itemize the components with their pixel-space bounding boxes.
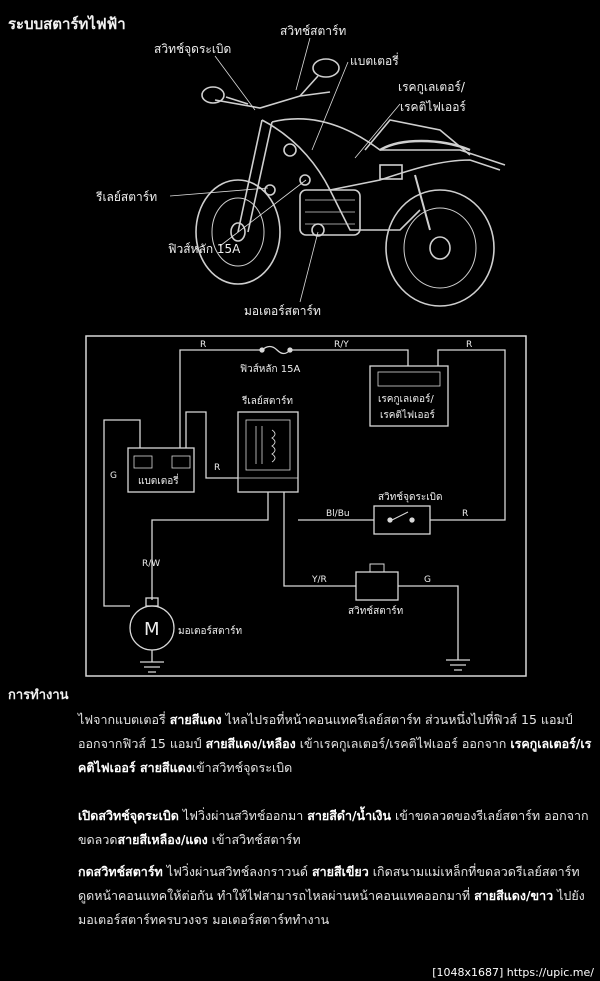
- p2-segment: เปิดสวิทช์จุดระเบิด: [78, 808, 179, 823]
- p3-segment: กดสวิทช์สตาร์ท: [78, 864, 163, 879]
- wire-label-r-top: R: [200, 340, 206, 350]
- p1-segment: สายสีแดง: [169, 712, 222, 727]
- p1-segment: ไหลไปรอที่หน้าคอนแทครีเลย์สตาร์ท ส่วนหนึ…: [78, 712, 573, 751]
- label-ignition-switch: สวิทช์จุดระเบิด: [154, 42, 232, 56]
- wire-label-g: G: [110, 471, 117, 481]
- label-starter-motor: มอเตอร์สตาร์ท: [244, 304, 321, 318]
- image-host-footer: [1048x1687] https://upic.me/: [432, 966, 594, 979]
- p3-segment: เกิดสนามแม่เหล็กที่ขดลวดรีเลย์สตาร์ทดูดห…: [78, 864, 580, 903]
- operation-paragraph-3: กดสวิทช์สตาร์ท ไฟวิ่งผ่านสวิทช์ลงกราวนด์…: [8, 860, 592, 932]
- p3-segment: ไปยังมอเตอร์สตาร์ทครบวงจร มอเตอร์สตาร์ทท…: [78, 888, 585, 927]
- wire-reg-to-ignition: [430, 349, 506, 521]
- p2-segment: สายสีดำ/น้ำเงิน: [307, 808, 392, 823]
- label-starter-switch: สวิทช์สตาร์ท: [280, 24, 347, 38]
- rear-wheel: [385, 189, 495, 307]
- wire-yr: [283, 492, 356, 587]
- p1-segment: เรคกูเลเตอร์/เรคติไฟเออร์ สายสีแดง: [78, 736, 592, 775]
- motorcycle-illustration: [195, 58, 506, 307]
- p3-segment: สายสีเขียว: [312, 864, 369, 879]
- p1-segment: เข้าเรคกูเลเตอร์/เรคติไฟเออร์ ออกจาก: [295, 736, 511, 751]
- p2-segment: เข้าขดลวดของรีเลย์สตาร์ท ออกจากขดลวด: [78, 808, 589, 847]
- illustration-and-diagram: R R/Y R ฟิวส์หลัก 15A รีเลย์สตาร์ท เรคกู…: [85, 37, 527, 677]
- wire-label-ry: R/Y: [334, 340, 349, 350]
- p1-segment: สายสีแดง/เหลือง: [205, 736, 296, 751]
- operation-paragraph-2: เปิดสวิทช์จุดระเบิด ไฟวิ่งผ่านสวิทช์ออกม…: [8, 804, 592, 852]
- p1-segment: ไฟจากแบตเตอรี่: [78, 712, 170, 727]
- label-starter-relay: รีเลย์สตาร์ท: [96, 190, 158, 204]
- paragraph-3-text: กดสวิทช์สตาร์ท ไฟวิ่งผ่านสวิทช์ลงกราวนด์…: [8, 860, 592, 932]
- diagram-frame: [85, 335, 527, 677]
- ignition-label: สวิทช์จุดระเบิด: [378, 491, 442, 503]
- label-regulator-1: เรคกูเลเตอร์/: [398, 80, 465, 94]
- leader-lines: [169, 37, 401, 303]
- frame: [261, 119, 501, 191]
- paragraph-2-text: เปิดสวิทช์จุดระเบิด ไฟวิ่งผ่านสวิทช์ออกม…: [8, 804, 592, 852]
- wire-ry: [290, 349, 409, 366]
- p2-segment: ไฟวิ่งผ่านสวิทช์ออกมา: [178, 808, 308, 823]
- wire-label-r-relay: R: [214, 463, 220, 473]
- page-title: ระบบสตาร์ทไฟฟ้า: [8, 15, 126, 33]
- wire-label-r-reg: R: [466, 340, 472, 350]
- wiring-diagram: [85, 335, 527, 677]
- label-main-fuse: ฟิวส์หลัก 15A: [168, 242, 241, 256]
- ground-symbol-motor: [140, 661, 164, 673]
- p3-segment: สายสีแดง/ขาว: [474, 888, 554, 903]
- motor-label: มอเตอร์สตาร์ท: [178, 625, 242, 637]
- ignition-switch-box: [373, 505, 431, 535]
- p3-segment: ไฟวิ่งผ่านสวิทช์ลงกราวนด์: [162, 864, 312, 879]
- wire-label-blbu: Bl/Bu: [326, 509, 350, 519]
- fuse-label: ฟิวส์หลัก 15A: [240, 363, 301, 375]
- fuse-symbol: [261, 345, 291, 355]
- regulator-label-1: เรคกูเลเตอร์/: [378, 393, 434, 405]
- label-regulator-2: เรคติไฟเออร์: [400, 100, 466, 114]
- operation-heading: การทำงาน: [8, 688, 69, 703]
- starter-switch-label: สวิทช์สตาร์ท: [348, 605, 403, 617]
- front-wheel: [195, 179, 281, 285]
- motor-symbol-letter: M: [144, 619, 160, 640]
- wire-g-ground: [103, 419, 141, 607]
- relay-label: รีเลย์สตาร์ท: [241, 395, 293, 407]
- wire-label-rw: R/W: [142, 559, 160, 569]
- operation-paragraph-1: ไฟจากแบตเตอรี่ สายสีแดง ไหลไปรอที่หน้าคอ…: [8, 708, 592, 780]
- wire-label-yr: Y/R: [311, 575, 327, 585]
- p2-segment: สายสีเหลือง/แดง: [117, 832, 208, 847]
- p2-segment: เข้าสวิทช์สตาร์ท: [207, 832, 301, 847]
- ground-symbol-right: [446, 659, 470, 671]
- wire-rw: [151, 492, 269, 600]
- label-battery: แบตเตอรี่: [350, 54, 399, 68]
- paragraph-1-text: ไฟจากแบตเตอรี่ สายสีแดง ไหลไปรอที่หน้าคอ…: [8, 708, 592, 780]
- regulator-label-2: เรคติไฟเออร์: [380, 409, 436, 421]
- wire-battery-to-relay: [185, 411, 238, 479]
- front-fork: [237, 119, 273, 233]
- p1-segment: เข้าสวิทช์จุดระเบิด: [191, 760, 293, 775]
- seat: [379, 139, 471, 152]
- regulator-box: [369, 365, 449, 427]
- handlebar: [214, 91, 331, 109]
- wire-label-r-ign: R: [462, 509, 468, 519]
- wire-g-starter: [398, 585, 459, 660]
- relay-box: [237, 411, 299, 493]
- wire-battery-to-fuse: [179, 349, 262, 448]
- starter-switch-box: [355, 571, 399, 601]
- battery-box: [127, 447, 195, 493]
- engine: [299, 189, 361, 236]
- wire-label-g-switch: G: [424, 575, 431, 585]
- battery-label: แบตเตอรี่: [138, 473, 179, 487]
